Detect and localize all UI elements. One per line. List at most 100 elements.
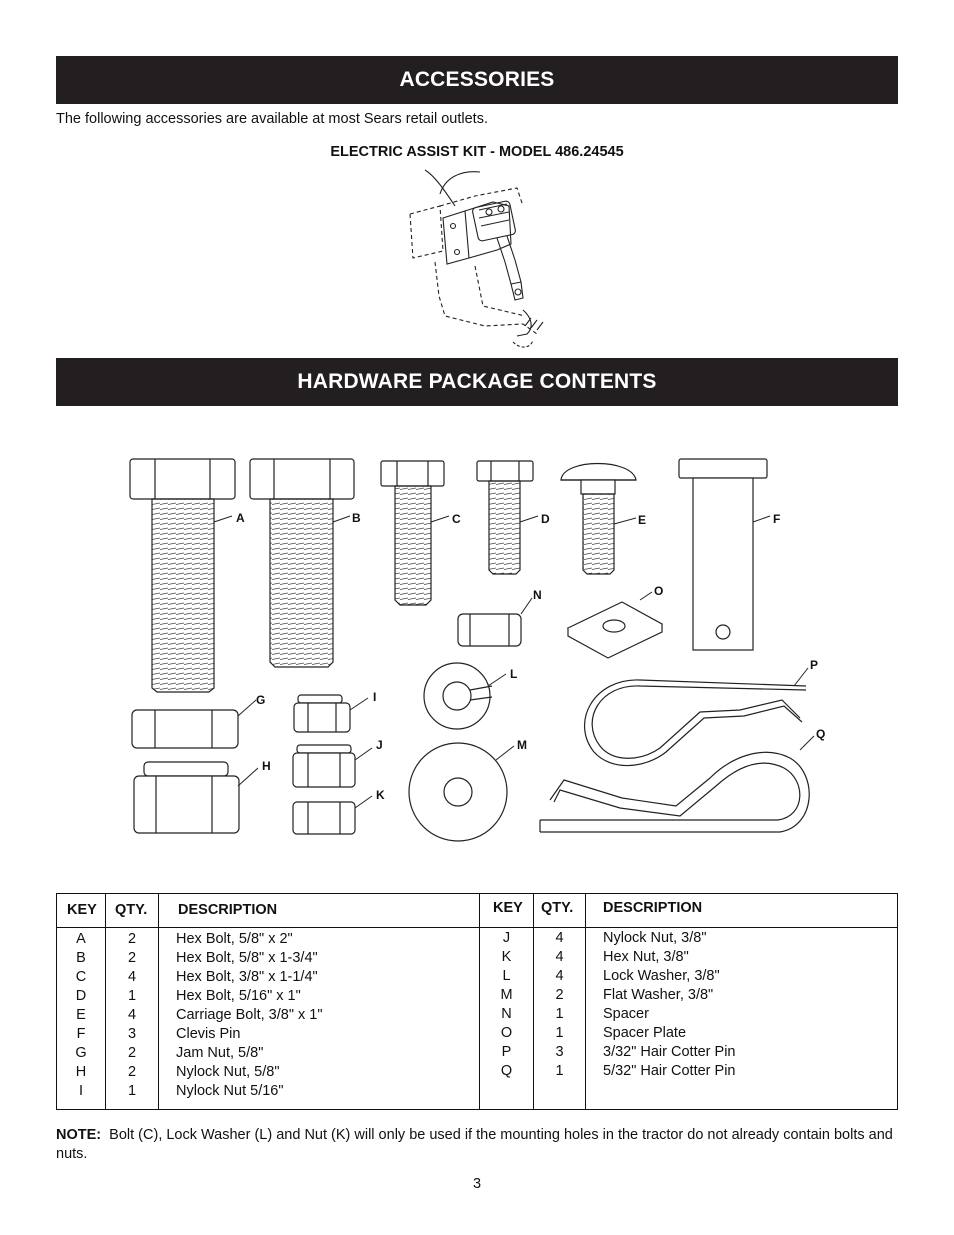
- table-cell: K: [501, 949, 512, 965]
- nylock-nut-h-icon: [133, 761, 240, 834]
- table-cell: C: [75, 969, 87, 985]
- qty-column-right: 4 4 4 2 1 1 3 1: [534, 929, 585, 1081]
- table-cell: L: [502, 968, 511, 984]
- note: NOTE: Bolt (C), Lock Washer (L) and Nut …: [56, 1126, 898, 1164]
- table-divider: [105, 894, 106, 1109]
- table-cell: Flat Washer, 3/8": [603, 987, 714, 1003]
- table-cell: Hex Bolt, 3/8" x 1-1/4": [176, 969, 318, 985]
- table-divider: [533, 894, 534, 1109]
- table-cell: M: [500, 987, 513, 1003]
- table-cell: Carriage Bolt, 3/8" x 1": [176, 1007, 323, 1023]
- hex-bolt-b-icon: [249, 458, 355, 668]
- table-cell: Hex Nut, 3/8": [603, 949, 689, 965]
- hair-cotter-pin-q-icon: [539, 751, 810, 833]
- hex-bolt-d-icon: [476, 460, 534, 575]
- nylock-nut-j-icon: [292, 744, 356, 788]
- table-cell: 1: [555, 1063, 564, 1079]
- hardware-banner: HARDWARE PACKAGE CONTENTS: [56, 358, 898, 406]
- hardware-illustration: A B C D E F G H I J K L M N O P Q: [129, 458, 825, 842]
- table-cell: 2: [127, 1045, 137, 1061]
- hardware-title: HARDWARE PACKAGE CONTENTS: [297, 370, 657, 393]
- label-e: E: [638, 513, 646, 527]
- key-column-right: J K L M N O P Q: [480, 929, 533, 1081]
- table-cell: 1: [127, 988, 137, 1004]
- accessories-title: ACCESSORIES: [399, 68, 555, 91]
- hex-bolt-c-icon: [380, 460, 445, 606]
- label-n: N: [533, 588, 542, 602]
- label-m: M: [517, 738, 527, 752]
- table-cell: 4: [555, 949, 564, 965]
- table-cell: 2: [127, 1064, 137, 1080]
- header-key-right: KEY: [493, 900, 523, 916]
- label-h: H: [262, 759, 271, 773]
- table-divider: [479, 894, 480, 1109]
- label-b: B: [352, 511, 361, 525]
- table-cell: A: [76, 931, 86, 947]
- key-column-left: A B C D E F G H I: [57, 930, 105, 1101]
- table-cell: Hex Bolt, 5/8" x 2": [176, 931, 293, 947]
- label-l: L: [510, 667, 517, 681]
- accessories-banner: ACCESSORIES: [56, 56, 898, 104]
- table-divider: [158, 894, 159, 1109]
- table-cell: Jam Nut, 5/8": [176, 1045, 264, 1061]
- table-cell: 2: [127, 931, 137, 947]
- hardware-labels: A B C D E F G H I J K L M N O P Q: [236, 511, 825, 802]
- description-column-right: Nylock Nut, 3/8" Hex Nut, 3/8" Lock Wash…: [603, 929, 735, 1081]
- label-c: C: [452, 512, 461, 526]
- label-j: J: [376, 738, 383, 752]
- label-k: K: [376, 788, 385, 802]
- table-cell: D: [75, 988, 87, 1004]
- table-cell: 3: [127, 1026, 137, 1042]
- spacer-plate-o-icon: [566, 601, 664, 659]
- header-qty-right: QTY.: [541, 900, 574, 916]
- table-cell: B: [76, 950, 86, 966]
- table-cell: 1: [555, 1006, 564, 1022]
- table-cell: N: [501, 1006, 512, 1022]
- table-cell: 4: [127, 969, 137, 985]
- hex-bolt-a-icon: [129, 458, 236, 693]
- table-cell: 5/32" Hair Cotter Pin: [603, 1063, 736, 1079]
- table-cell: 4: [555, 930, 564, 946]
- label-q: Q: [816, 727, 825, 741]
- table-cell: Q: [500, 1063, 513, 1079]
- table-cell: J: [502, 930, 511, 946]
- table-cell: G: [75, 1045, 87, 1061]
- table-cell: 4: [127, 1007, 137, 1023]
- label-f: F: [773, 512, 780, 526]
- table-cell: 4: [555, 968, 564, 984]
- label-o: O: [654, 584, 663, 598]
- table-header-divider: [57, 927, 897, 928]
- accessories-intro: The following accessories are available …: [56, 111, 488, 127]
- table-cell: Lock Washer, 3/8": [603, 968, 720, 984]
- table-cell: 1: [127, 1083, 137, 1099]
- table-cell: Spacer: [603, 1006, 649, 1022]
- table-cell: Hex Bolt, 5/16" x 1": [176, 988, 301, 1004]
- table-cell: Nylock Nut 5/16": [176, 1083, 284, 1099]
- qty-column-left: 2 2 4 1 4 3 2 2 1: [106, 930, 158, 1101]
- label-i: I: [373, 690, 376, 704]
- label-d: D: [541, 512, 550, 526]
- carriage-bolt-e-icon: [560, 463, 637, 575]
- table-cell: Nylock Nut, 3/8": [603, 930, 707, 946]
- hex-nut-k-icon: [292, 801, 356, 835]
- label-g: G: [256, 693, 265, 707]
- table-cell: Clevis Pin: [176, 1026, 241, 1042]
- table-cell: Spacer Plate: [603, 1025, 687, 1041]
- nylock-nut-i-icon: [293, 694, 351, 733]
- description-column-left: Hex Bolt, 5/8" x 2" Hex Bolt, 5/8" x 1-3…: [176, 930, 323, 1101]
- clevis-pin-f-icon: [678, 458, 768, 651]
- table-cell: 1: [555, 1025, 564, 1041]
- spacer-n-icon: [457, 613, 522, 647]
- table-cell: F: [76, 1026, 86, 1042]
- label-a: A: [236, 511, 245, 525]
- note-text: Bolt (C), Lock Washer (L) and Nut (K) wi…: [56, 1127, 893, 1162]
- table-cell: O: [500, 1025, 513, 1041]
- table-cell: 2: [127, 950, 137, 966]
- note-label: NOTE:: [56, 1127, 102, 1143]
- table-cell: I: [78, 1083, 84, 1099]
- header-qty-left: QTY.: [115, 902, 148, 918]
- table-cell: 2: [555, 987, 564, 1003]
- table-cell: P: [501, 1044, 512, 1060]
- table-cell: E: [76, 1007, 86, 1023]
- table-divider: [585, 894, 586, 1109]
